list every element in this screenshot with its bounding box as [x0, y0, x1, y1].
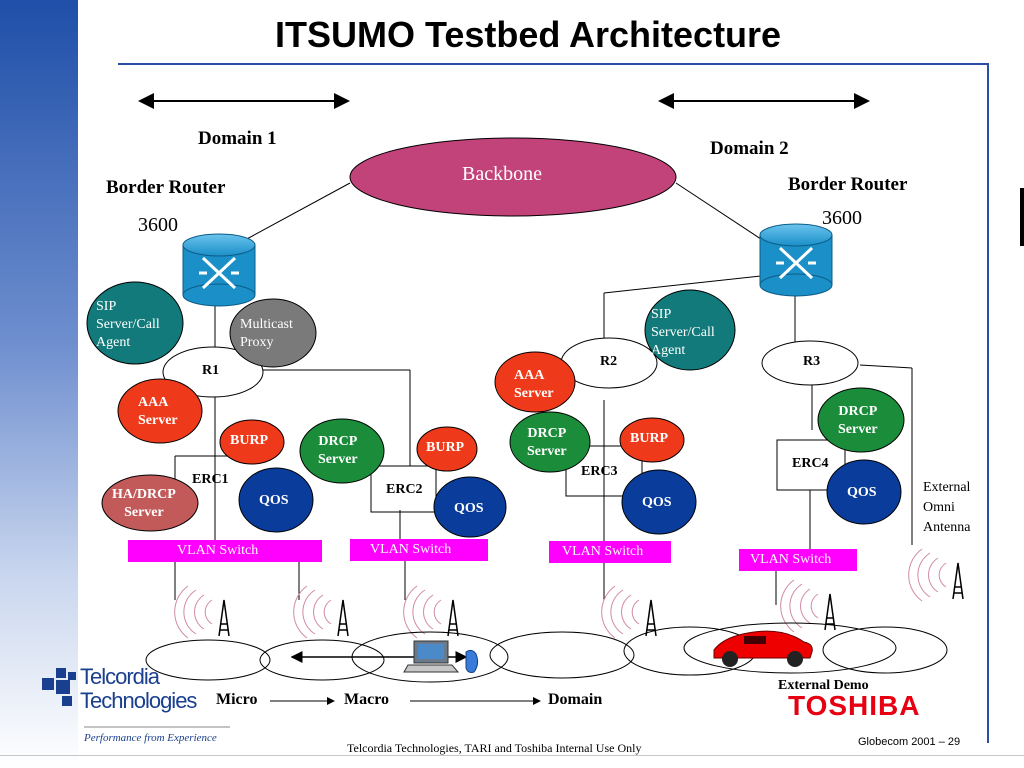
domain-label: Domain [548, 691, 603, 708]
border-router-left-label: Border Router [106, 177, 226, 198]
erc3-label: ERC3 [581, 464, 618, 479]
vlan-switch-2-label: VLAN Switch [370, 542, 452, 557]
backbone-cloud [349, 137, 677, 217]
macro-label: Macro [344, 691, 390, 708]
left-gradient-bar [0, 0, 78, 768]
antenna-icon-4 [601, 585, 657, 639]
qos-2 [433, 476, 507, 538]
right-rule [987, 63, 989, 743]
antenna-icons [174, 548, 964, 639]
antenna-icon-3 [403, 585, 459, 639]
r2-label: R2 [600, 354, 618, 369]
telcordia-tagline: Performance from Experience [84, 732, 217, 744]
border-router-right-label: Border Router [788, 174, 908, 195]
vlan-switch-4-label: VLAN Switch [750, 552, 832, 567]
vlan-switch-3-label: VLAN Switch [562, 544, 644, 559]
border-router-right-model: 3600 [822, 207, 862, 229]
vlan-switch-4 [739, 549, 857, 571]
micro-label: Micro [216, 691, 258, 708]
drcp-server-1 [299, 418, 385, 484]
laptop-icon [403, 640, 460, 673]
telcordia-logo-line1: Telcordia [80, 664, 160, 689]
qos-3 [621, 469, 697, 535]
antenna-icon-2 [293, 585, 349, 639]
router-r3 [761, 340, 859, 386]
burp-2-label: BURP [426, 440, 465, 455]
external-demo-label: External Demo [778, 678, 869, 693]
footer-page-number: Globecom 2001 – 29 [858, 736, 961, 748]
burp-2 [416, 426, 478, 472]
drcp-server-4 [817, 387, 905, 453]
bottom-rule [0, 755, 1024, 756]
border-router-left-model: 3600 [138, 214, 178, 236]
footer-center-text: Telcordia Technologies, TARI and Toshiba… [347, 741, 642, 755]
toshiba-logo: TOSHIBA [788, 690, 921, 721]
phone-icon [465, 649, 479, 673]
slide-title: ITSUMO Testbed Architecture [275, 14, 782, 55]
backbone-label: Backbone [462, 163, 542, 185]
router-r1 [162, 346, 264, 398]
erc4-label: ERC4 [792, 456, 829, 471]
sip-server-right [644, 289, 736, 371]
domain1-label: Domain 1 [198, 128, 277, 149]
border-router-left-icon [182, 233, 256, 307]
right-edge-tab [1020, 188, 1024, 246]
antenna-icon-5 [780, 579, 836, 633]
drcp-server-3 [509, 411, 591, 473]
burp-1-label: BURP [230, 433, 269, 448]
car-icon [713, 630, 813, 667]
vlan-switch-1 [128, 540, 322, 562]
aaa-server-left [117, 378, 203, 444]
coverage-cells [145, 622, 948, 683]
vlan-switch-1-label: VLAN Switch [177, 543, 259, 558]
telcordia-logo-icon [42, 668, 76, 706]
r1-label: R1 [202, 363, 220, 378]
border-router-right-icon [759, 223, 833, 297]
multicast-proxy [229, 298, 317, 368]
erc1-label: ERC1 [192, 472, 229, 487]
vlan-switch-3 [549, 541, 671, 563]
qos-1 [238, 467, 314, 533]
telcordia-logo-line2: Technologies [80, 688, 197, 713]
antenna-icon-1 [174, 585, 230, 639]
erc2-label: ERC2 [386, 482, 423, 497]
qos-1-label: QOS [259, 493, 289, 508]
qos-4-label: QOS [847, 485, 877, 500]
title-rule [118, 63, 988, 65]
sip-server-left [86, 281, 184, 365]
r3-label: R3 [803, 354, 821, 369]
burp-3 [619, 417, 685, 463]
qos-4 [826, 459, 902, 525]
burp-1 [219, 419, 285, 465]
antenna-icon-6 [908, 548, 964, 602]
burp-3-label: BURP [630, 431, 669, 446]
qos-3-label: QOS [642, 495, 672, 510]
vlan-switch-2 [350, 539, 488, 561]
ha-drcp-server [101, 474, 199, 532]
qos-2-label: QOS [454, 501, 484, 516]
domain2-label: Domain 2 [710, 138, 789, 159]
aaa-server-right [494, 351, 576, 413]
